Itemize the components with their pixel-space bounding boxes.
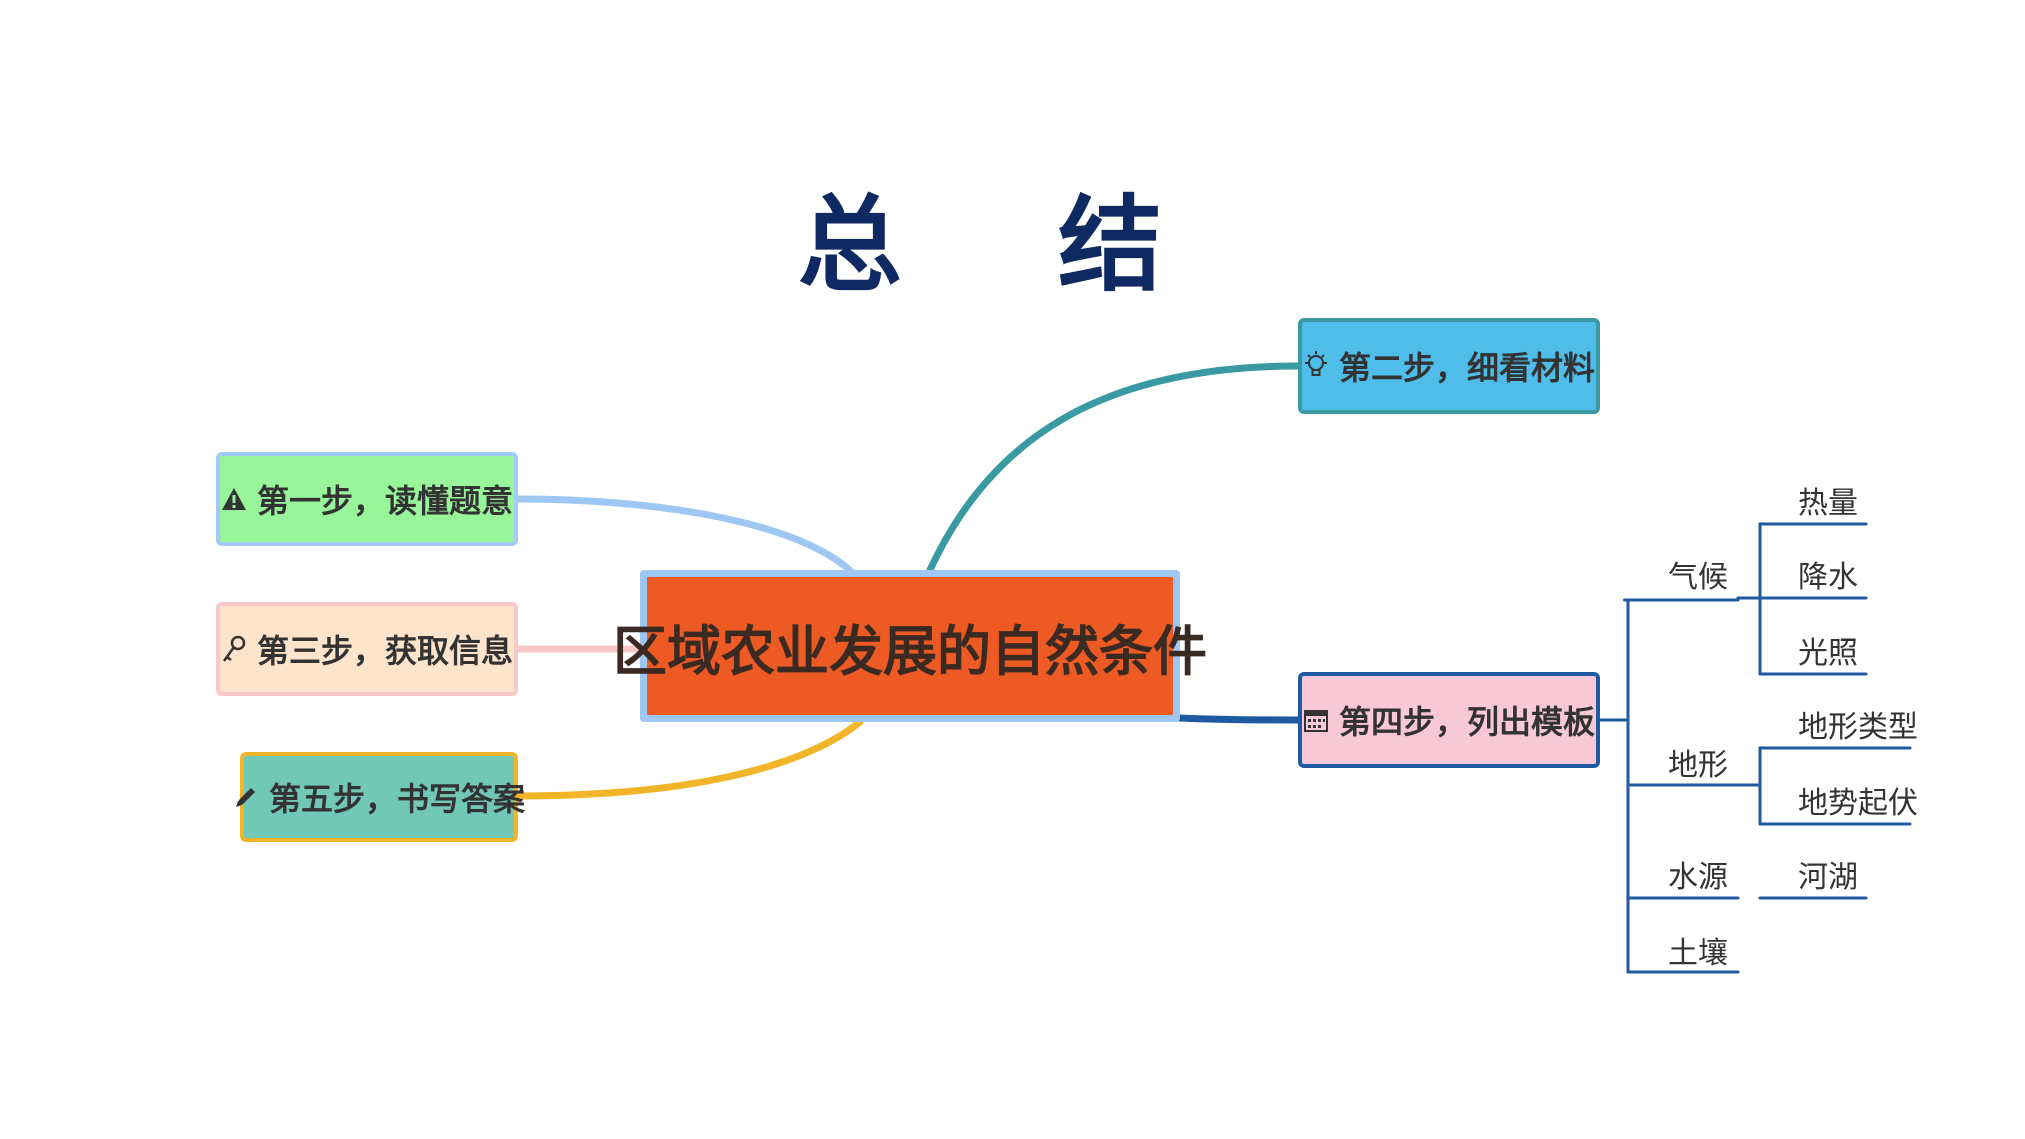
leaf-relief[interactable]: 地势起伏: [1798, 786, 1918, 821]
step5-label: 第五步，书写答案: [269, 780, 526, 818]
warning-icon: [221, 486, 247, 512]
step2-node[interactable]: 第二步，细看材料: [1298, 318, 1600, 414]
central-topic-label: 区域农业发展的自然条件: [613, 619, 1207, 683]
step3-node[interactable]: 第三步，获取信息: [216, 602, 518, 696]
lightbulb-icon: [1303, 351, 1329, 381]
key-icon: [221, 635, 247, 663]
pencil-icon: [233, 784, 259, 810]
category-terrain[interactable]: 地形: [1668, 748, 1728, 783]
category-water[interactable]: 水源: [1668, 860, 1728, 895]
leaf-heat[interactable]: 热量: [1798, 486, 1858, 521]
step5-node[interactable]: 第五步，书写答案: [236, 752, 525, 842]
leaf-precipitation[interactable]: 降水: [1798, 560, 1858, 595]
calendar-icon: [1303, 707, 1329, 733]
leaf-rivers-lakes[interactable]: 河湖: [1798, 860, 1858, 895]
step4-label: 第四步，列出模板: [1338, 703, 1595, 741]
step1-node[interactable]: 第一步，读懂题意: [216, 452, 518, 546]
step3-label: 第三步，获取信息: [256, 632, 513, 670]
page-title: 总 结: [797, 184, 1223, 306]
step2-label: 第二步，细看材料: [1338, 349, 1595, 387]
category-soil[interactable]: 土壤: [1668, 936, 1728, 971]
step1-label: 第一步，读懂题意: [256, 482, 513, 520]
leaf-sunlight[interactable]: 光照: [1798, 636, 1858, 671]
step4-node[interactable]: 第四步，列出模板: [1298, 672, 1600, 768]
category-climate[interactable]: 气候: [1668, 560, 1728, 595]
connector-step2: [926, 362, 1302, 574]
connector-step4: [1176, 714, 1302, 724]
connector-step5: [514, 718, 864, 800]
central-topic[interactable]: 区域农业发展的自然条件: [613, 570, 1207, 722]
connector-step1: [514, 495, 859, 579]
leaf-terrain-type[interactable]: 地形类型: [1798, 710, 1918, 745]
